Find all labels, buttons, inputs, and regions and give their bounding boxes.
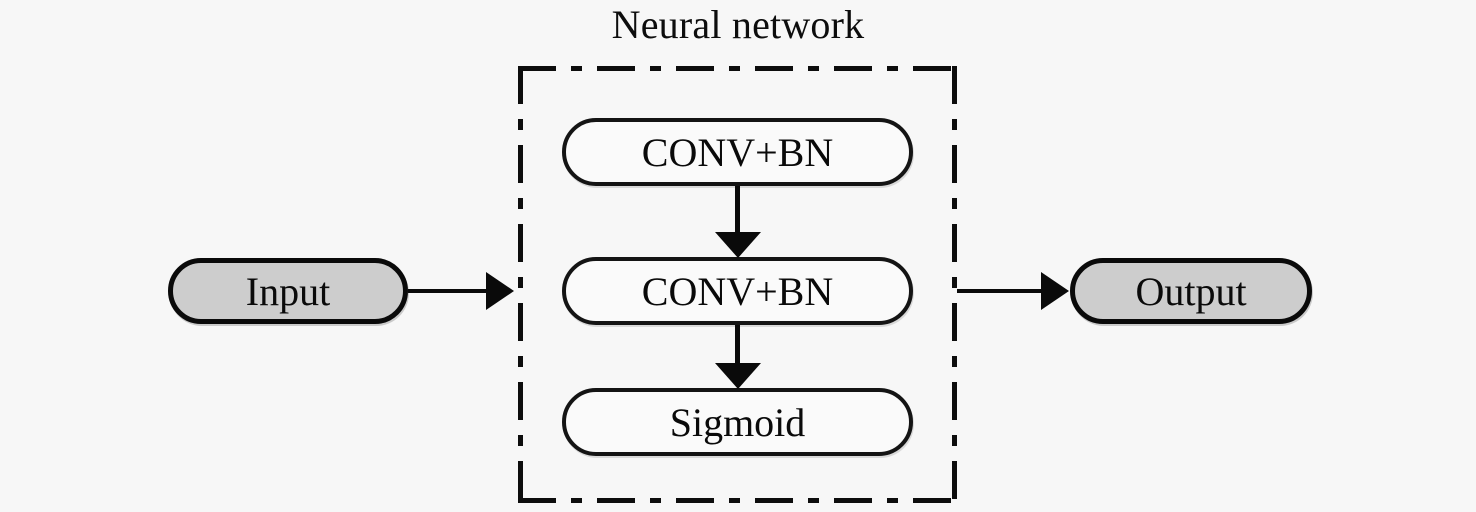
- node-sigmoid[interactable]: Sigmoid: [562, 388, 913, 456]
- group-border-right-icon: [952, 66, 957, 503]
- node-output-label: Output: [1135, 268, 1247, 314]
- arrow-conv2-to-sigmoid-icon: [735, 325, 740, 365]
- arrow-input-to-network-icon: [408, 289, 488, 293]
- neural-network-title: Neural network: [611, 2, 865, 47]
- arrow-conv1-to-conv2-icon: [735, 186, 740, 234]
- node-conv-bn-1[interactable]: CONV+BN: [562, 118, 913, 186]
- arrow-network-to-output-icon: [957, 289, 1043, 293]
- group-border-left-icon: [518, 66, 523, 503]
- neural-network-group-border: [518, 66, 957, 503]
- node-input[interactable]: Input: [168, 258, 408, 324]
- node-conv-bn-2[interactable]: CONV+BN: [562, 257, 913, 325]
- node-output[interactable]: Output: [1070, 258, 1312, 324]
- node-input-label: Input: [245, 268, 331, 314]
- node-conv-bn-2-label: CONV+BN: [641, 268, 834, 314]
- group-border-bottom-icon: [518, 498, 957, 503]
- group-border-top-icon: [518, 66, 957, 71]
- node-sigmoid-label: Sigmoid: [669, 399, 806, 445]
- node-conv-bn-1-label: CONV+BN: [641, 129, 834, 175]
